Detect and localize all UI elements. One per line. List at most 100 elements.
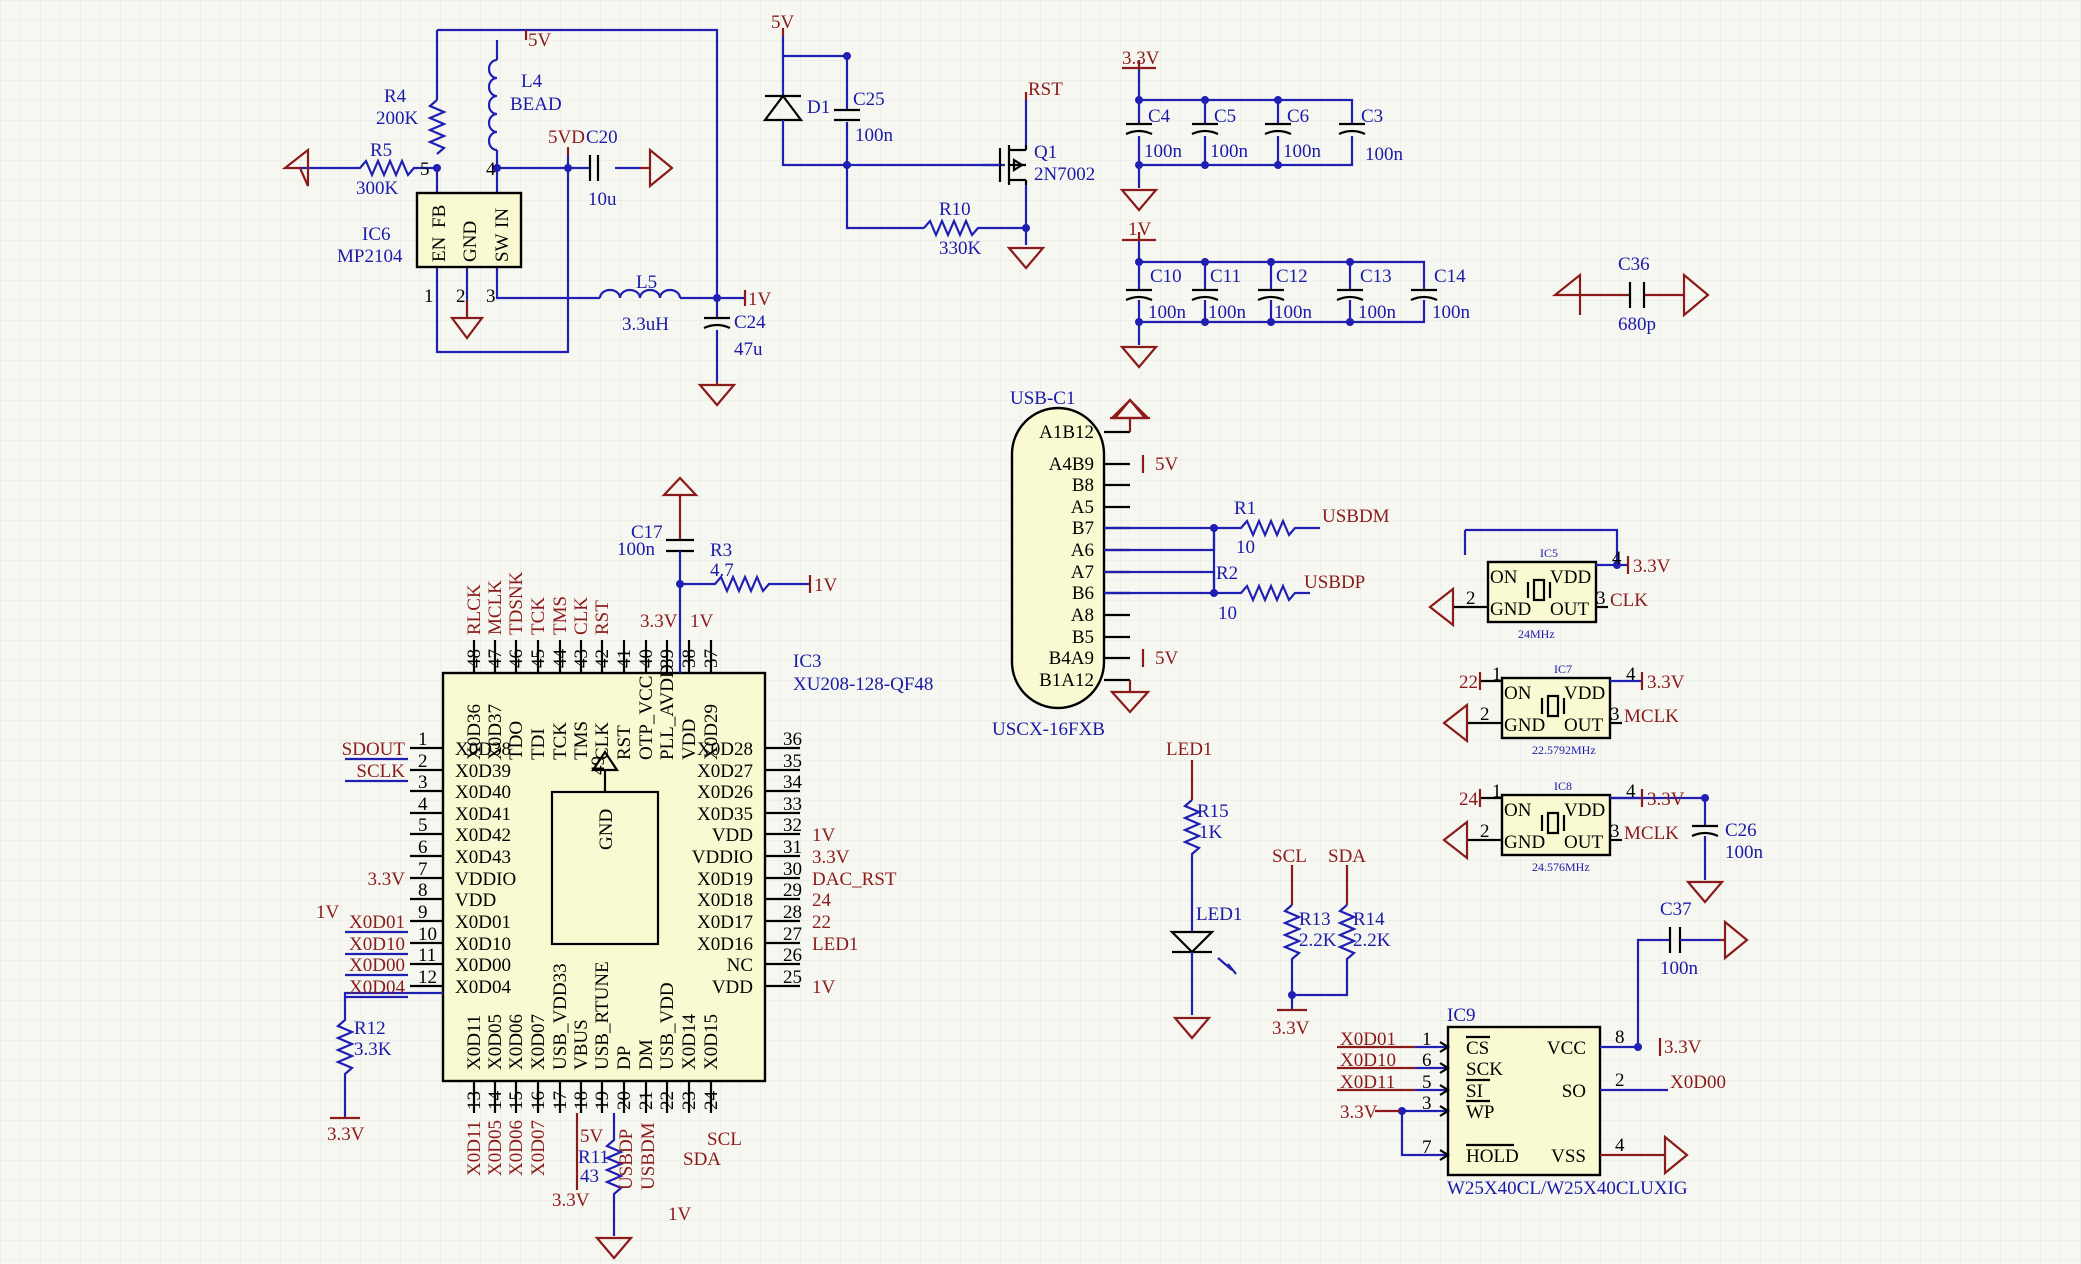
ic3-bottom-pin-name: VBUS xyxy=(571,1019,592,1070)
osc-pin-2: 2 xyxy=(1480,704,1490,725)
usb-pin-a5: A5 xyxy=(1071,497,1094,518)
crystal-symbol xyxy=(1540,694,1566,718)
ic3-left-pin-num: 9 xyxy=(418,902,428,923)
ic3-bottom-pin-num: 19 xyxy=(592,1091,613,1110)
osc-in-net: 22 xyxy=(1459,672,1478,693)
ic3-left-pin-name: X0D01 xyxy=(455,912,511,933)
usb-pin-b8: B8 xyxy=(1072,475,1094,496)
r10-ref: R10 xyxy=(939,199,971,220)
osc-out-net: CLK xyxy=(1610,590,1648,611)
r13-ref: R13 xyxy=(1299,909,1331,930)
cap-value-c4: 100n xyxy=(1144,141,1183,162)
ic3-top-pin-name: PLL_AVDD xyxy=(657,664,678,760)
ic3-right-pin-num: 26 xyxy=(783,945,802,966)
flash-pin-num-2: 2 xyxy=(1615,1070,1625,1091)
ic6-body xyxy=(415,191,523,269)
osc-in-net: 24 xyxy=(1459,789,1479,810)
osc-pin-1: 1 xyxy=(1492,664,1502,685)
usbdm-net: USBDM xyxy=(1322,506,1390,527)
flash-pin-num-6: 6 xyxy=(1422,1050,1432,1071)
osc-pin-3-num: 3 xyxy=(1610,821,1620,842)
power-supply-section: 5V R4 200K R5 300K L4 BEAD 5VD C20 10u I… xyxy=(281,28,772,407)
cap-ref-c5: C5 xyxy=(1214,106,1236,127)
ic3-bottom-pin-name: X0D14 xyxy=(679,1014,700,1070)
ic3-bottom-pin-name: DP xyxy=(614,1046,635,1070)
ic3-top-net-1v: 1V xyxy=(690,611,714,632)
osc-vdd-net: 3.3V xyxy=(1647,672,1685,693)
q1-part: 2N7002 xyxy=(1034,164,1095,185)
c36-ref: C36 xyxy=(1618,254,1650,275)
pin-5-label: 5 xyxy=(420,159,430,180)
ic3-right-net: DAC_RST xyxy=(812,869,897,890)
cap-value-c13: 100n xyxy=(1358,302,1397,323)
ic3-top-net: RST xyxy=(592,600,613,635)
decoupling-section: 3.3V 1V C36 680p xyxy=(1119,48,1710,369)
ic3-top-net: MCLK xyxy=(485,580,506,635)
ic3-body xyxy=(441,671,767,1083)
ic3-bottom-pin-num: 16 xyxy=(528,1091,549,1110)
ic3-left-pin-name: X0D10 xyxy=(455,934,511,955)
ic3-top-pin-name: TCK xyxy=(550,722,571,760)
c26-ref: C26 xyxy=(1725,820,1757,841)
r1-ref: R1 xyxy=(1234,498,1256,519)
ic3-top-pin-num: 47 xyxy=(485,649,506,668)
r15-value: 1K xyxy=(1199,822,1223,843)
flash-pin-vss: VSS xyxy=(1551,1146,1586,1167)
l5-value: 3.3uH xyxy=(622,314,669,335)
pullup-net-33: 3.3V xyxy=(1272,1018,1310,1039)
sda-net: SDA xyxy=(1328,846,1366,867)
ic3-top-pin-name: X0D36 xyxy=(464,704,485,760)
osc-vdd-net: 3.3V xyxy=(1633,556,1671,577)
ic3-right-pin-num: 29 xyxy=(783,880,802,901)
osc-pin-3-num: 3 xyxy=(1610,704,1620,725)
osc-freq-ic7: 22.5792MHz xyxy=(1532,743,1596,757)
flash-net-x0d00: X0D00 xyxy=(1670,1072,1726,1093)
net-33v-capsa: 3.3V xyxy=(1122,48,1160,69)
cap-ref-c14: C14 xyxy=(1434,266,1466,287)
cap-value-c12: 100n xyxy=(1274,302,1313,323)
osc-pin-on: ON xyxy=(1490,567,1518,588)
ground-symbol-capsb xyxy=(1119,345,1159,369)
usb-pin-b6: B6 xyxy=(1072,583,1094,604)
pin-4-label: 4 xyxy=(486,159,496,180)
ic3-right-pin-name: VDDIO xyxy=(692,847,753,868)
ground-symbol-capsa xyxy=(1119,188,1159,212)
scl-net: SCL xyxy=(1272,846,1307,867)
osc-pin-3-num: 3 xyxy=(1596,588,1606,609)
usb-net-5v-b: 5V xyxy=(1155,648,1179,669)
ic6-pin-sw: SW xyxy=(492,233,513,262)
osc-pin-gnd: GND xyxy=(1504,832,1545,853)
usb-part: USCX-16FXB xyxy=(992,719,1105,740)
flash-pin-cs: CS xyxy=(1466,1038,1489,1059)
rst-label: RST xyxy=(1028,79,1063,100)
osc-out-net: MCLK xyxy=(1624,823,1679,844)
osc-pin-2: 2 xyxy=(1480,821,1490,842)
ic9-part: W25X40CL/W25X40CLUXIG xyxy=(1447,1178,1688,1199)
usb-pin-a6: A6 xyxy=(1071,540,1094,561)
ic3-bottom-pin-name: DM xyxy=(636,1039,657,1070)
ic3-right-pin-num: 36 xyxy=(783,729,802,750)
ic3-left-pin-name: X0D38 xyxy=(455,739,511,760)
ic3-right-pin-name: NC xyxy=(727,955,753,976)
r4-ref: R4 xyxy=(384,86,407,107)
flash-pin-num-4: 4 xyxy=(1615,1135,1625,1156)
ic3-bottom-pin-num: 13 xyxy=(464,1091,485,1110)
ic3-left-pin-name: VDDIO xyxy=(455,869,516,890)
cap-ref-c11: C11 xyxy=(1210,266,1241,287)
r14-value: 2.2K xyxy=(1353,930,1391,951)
flash-pin-num-3: 3 xyxy=(1422,1093,1432,1114)
usb-connector-body xyxy=(1010,406,1106,710)
r11-value: 43 xyxy=(580,1166,599,1187)
crystal-symbol xyxy=(1526,578,1552,602)
ic3-left-pin-name: X0D41 xyxy=(455,804,511,825)
flash-net-x0d10: X0D10 xyxy=(1340,1050,1396,1071)
led-ground xyxy=(1172,1016,1212,1040)
l4-value: BEAD xyxy=(510,94,562,115)
usb-pin-a1b12: A1B12 xyxy=(1039,422,1094,443)
ic3-left-net: X0D00 xyxy=(349,955,405,976)
cap-value-c14: 100n xyxy=(1432,302,1471,323)
ic3-right-pin-num: 31 xyxy=(783,837,802,858)
